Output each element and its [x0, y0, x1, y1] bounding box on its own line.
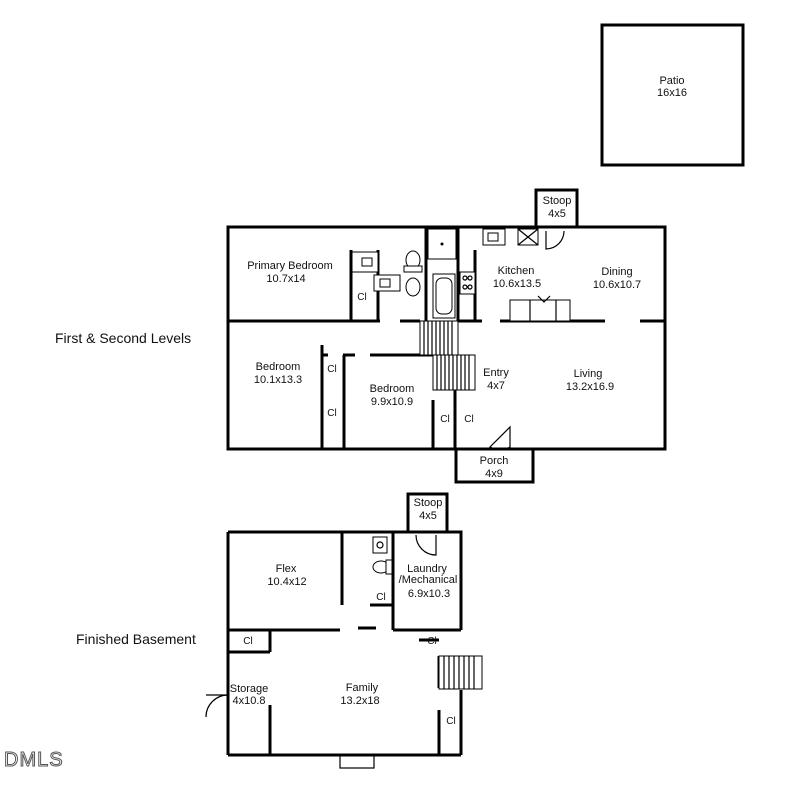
living-name: Living: [574, 368, 603, 380]
level-label-first-second: First & Second Levels: [55, 330, 191, 346]
primary-bedroom-size: 10.7x14: [266, 273, 305, 285]
bedroom-left-name: Bedroom: [256, 361, 301, 373]
closet-label: Cl: [376, 592, 385, 603]
main-level: Stoop 4x5: [226, 188, 667, 484]
closet-label: Cl: [327, 364, 336, 375]
watermark-logo: DMLS: [4, 749, 64, 771]
closet-label: Cl: [440, 414, 449, 425]
closet-label: Cl: [327, 408, 336, 419]
stoop-top-name: Stoop: [543, 195, 572, 207]
closet-label: Cl: [427, 636, 436, 647]
kitchen-name: Kitchen: [498, 265, 535, 277]
basement-stairs: [438, 655, 483, 690]
closet-label: Cl: [464, 414, 473, 425]
stoop-basement: [406, 492, 449, 534]
living-size: 13.2x16.9: [566, 381, 614, 393]
entry-size: 4x7: [487, 380, 505, 392]
toilet-2: [405, 277, 421, 297]
patio-size: 16x16: [657, 87, 687, 99]
family-name: Family: [346, 682, 379, 694]
back-door-swing: [545, 230, 565, 250]
flex-name: Flex: [276, 563, 297, 575]
closet-label: Cl: [446, 716, 455, 727]
stoop-top: [534, 188, 579, 229]
cooktop: [459, 271, 476, 295]
bedroom-mid-name: Bedroom: [370, 383, 415, 395]
porch-size: 4x9: [485, 468, 503, 480]
basement-door-swing: [415, 534, 437, 556]
laundry-name-line1: Laundry: [407, 563, 447, 575]
basement-level: Stoop 4x5 Fle: [205, 492, 483, 769]
storage-door-swing: [205, 694, 229, 718]
front-door-swing: [489, 425, 511, 451]
storage-name: Storage: [230, 683, 269, 695]
bedroom-left-size: 10.1x13.3: [254, 374, 302, 386]
closet-label: Cl: [243, 636, 252, 647]
closet-label: Cl: [357, 292, 366, 303]
entry-name: Entry: [483, 367, 509, 379]
flex-size: 10.4x12: [267, 576, 306, 588]
primary-bedroom-name: Primary Bedroom: [247, 260, 333, 272]
dining-table: [509, 299, 571, 322]
bedroom-mid-size: 9.9x10.9: [371, 396, 413, 408]
level-label-basement: Finished Basement: [76, 631, 196, 647]
stoop-top-size: 4x5: [548, 208, 566, 220]
egress-window: [339, 754, 375, 769]
stoop-basement-size: 4x5: [419, 510, 437, 522]
laundry-name-line2: /Mechanical: [399, 574, 458, 586]
stoop-basement-name: Stoop: [414, 497, 443, 509]
dining-size: 10.6x10.7: [593, 279, 641, 291]
family-size: 13.2x18: [340, 695, 379, 707]
dining-name: Dining: [601, 266, 632, 278]
main-level-outline: [226, 225, 667, 451]
stairs-lower: [432, 354, 476, 391]
storage-size: 4x10.8: [232, 695, 265, 707]
basement-sink: [372, 536, 388, 554]
porch-name: Porch: [480, 455, 509, 467]
laundry-size: 6.9x10.3: [408, 588, 450, 600]
patio-name: Patio: [659, 75, 684, 87]
patio: Patio 16x16: [600, 23, 745, 167]
kitchen-size: 10.6x13.5: [493, 278, 541, 290]
